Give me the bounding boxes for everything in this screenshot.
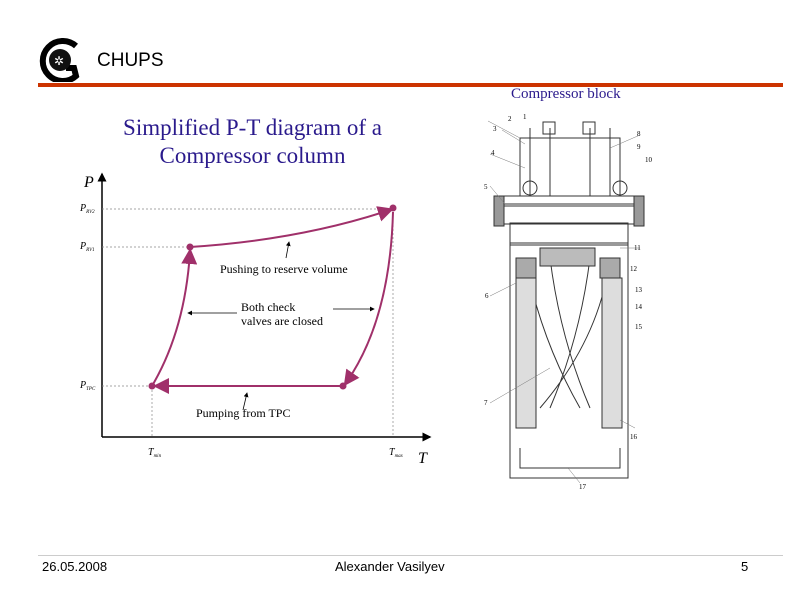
x-axis-label: T (418, 450, 428, 467)
chups-logo: ✲ (36, 38, 84, 84)
footer-author: Alexander Vasilyev (335, 559, 445, 574)
tick-p-rv2: PRV2 (79, 203, 95, 215)
part-label: 2 (508, 115, 512, 123)
title-line-2: Compressor column (159, 143, 346, 168)
compressor-block-drawing: 1 2 3 4 5 6 7 8 9 10 11 12 13 14 15 16 1… (484, 113, 653, 491)
svg-text:✲: ✲ (54, 54, 64, 68)
part-label: 12 (630, 265, 638, 273)
part-label: 6 (485, 292, 489, 300)
part-label: 9 (637, 143, 641, 151)
annotation-push: Pushing to reserve volume (220, 262, 348, 276)
title-line-1: Simplified P-T diagram of a (123, 115, 382, 140)
part-label: 1 (523, 113, 527, 121)
footer-divider (38, 555, 783, 556)
part-label: 4 (491, 149, 495, 157)
tick-t-max: Tmax (389, 447, 404, 459)
annotation-closed-1: Both check (241, 300, 295, 314)
annotation-pump: Pumping from TPC (196, 406, 290, 420)
part-label: 17 (579, 483, 587, 491)
part-label: 14 (635, 303, 643, 311)
part-label: 13 (635, 286, 643, 294)
header-divider (38, 83, 783, 87)
annotation-closed-2: valves are closed (241, 314, 323, 328)
part-label: 11 (634, 244, 641, 252)
y-axis-label: P (83, 174, 94, 191)
part-label: 16 (630, 433, 638, 441)
part-label: 15 (635, 323, 643, 331)
part-label: 5 (484, 183, 488, 191)
page-number: 5 (741, 559, 749, 574)
tick-t-min: Tmin (148, 447, 162, 459)
part-label: 7 (484, 399, 488, 407)
tick-p-tpc: PTPC (79, 380, 96, 392)
curve-cool (343, 211, 394, 387)
part-label: 3 (493, 125, 497, 133)
part-label: 8 (637, 130, 641, 138)
compressor-block-title: Compressor block (511, 86, 621, 102)
slide-title: Simplified P-T diagram of a Compressor co… (90, 114, 415, 170)
part-label: 10 (645, 156, 653, 164)
brand-name: CHUPS (97, 50, 164, 71)
curve-heat (151, 248, 198, 387)
curve-push (189, 206, 394, 248)
tick-p-rv1: PRV1 (79, 241, 95, 253)
footer-date: 26.05.2008 (42, 559, 108, 574)
